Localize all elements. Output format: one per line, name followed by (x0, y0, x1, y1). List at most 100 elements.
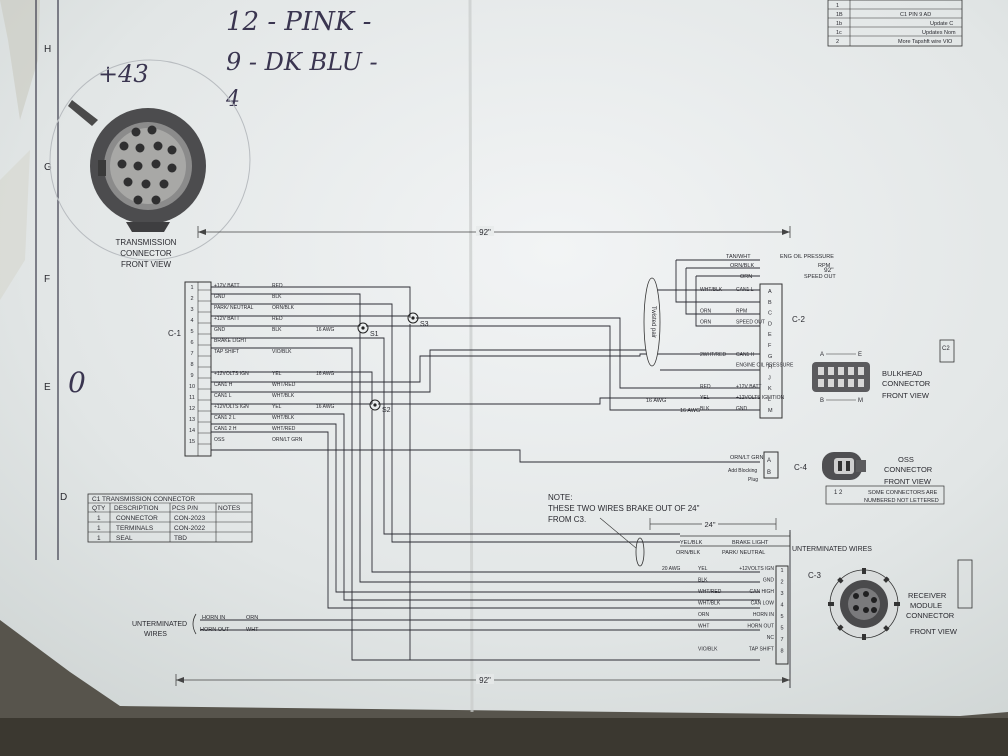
grid-letters: H G F E D (44, 44, 67, 503)
c1-pin-function: GND (214, 294, 226, 300)
c1-pin-wire-color: WHT/BLK (272, 393, 295, 399)
c3-pin-wire-color: VIO/BLK (698, 647, 718, 653)
transmission-connector-icon (49, 59, 251, 261)
c2-pin-letter: F (768, 343, 772, 349)
c1-pin-wire-color: RED (272, 316, 283, 322)
c2-pin-letter: A (768, 289, 772, 295)
rev-num: 1b (836, 21, 842, 27)
c2-pin-letter: M (768, 408, 773, 414)
c1-pin-function: +12V BATT (214, 283, 240, 289)
c2-pin-letter: J (768, 375, 771, 381)
splice-s1: S1 (357, 322, 379, 338)
bulkhead-b: B (820, 398, 824, 404)
bulkhead-connector-icon: A E B M (812, 352, 870, 404)
c2-pin-wire-color: 2WHT/RED (700, 352, 727, 358)
top-dimension: 92" (197, 226, 791, 238)
handwritten-line-1: 12 - PINK - (226, 7, 371, 37)
horn-out-color: WHT (246, 627, 259, 633)
c1-pin-number: 3 (190, 307, 193, 313)
c2-top-func: RPM (818, 263, 831, 269)
break-wire-func: BRAKE LIGHT (732, 540, 769, 546)
receiver-title-4: FRONT VIEW (910, 627, 958, 636)
c2-pin-function: SPEED OUT (736, 319, 765, 325)
c1-pin-function: CAN1 H (214, 382, 233, 388)
c1-pin-function: +12V BATT (214, 316, 240, 322)
c2-pin-wire-color: BLK (700, 406, 710, 412)
grid-letter-e: E (44, 382, 51, 393)
receiver-connector-icon (828, 568, 900, 640)
c3-pin-function: TAP SHIFT (749, 647, 774, 653)
splice-s1-label: S1 (370, 331, 379, 338)
horn-in-func: HORN IN (202, 615, 225, 621)
c1-pin-function: CAN1 L (214, 393, 232, 399)
c1-pin-number: 1 (190, 285, 193, 291)
c1-pin-number: 10 (189, 384, 195, 390)
c3-pin-function: NC (767, 635, 775, 641)
c3-pin-number: 5 (780, 626, 783, 632)
c3-pin-gauge: 20 AWG (662, 566, 681, 572)
c1-pin-wire-color: VIO/BLK (272, 349, 292, 355)
handwritten-line-2: 9 - DK BLU - (226, 48, 378, 76)
note-line-1: NOTE: (548, 493, 572, 502)
c1-pin-wire-color: YEL (272, 371, 282, 377)
grid-letter-g: G (44, 162, 52, 173)
c2-pin-function: CAN1 L (736, 287, 754, 293)
c3-pin-number: 3 (780, 591, 783, 597)
c2-side-label: C2 (942, 346, 950, 352)
c1-pin-function: +12VOLTS IGN (214, 371, 249, 377)
c3-pin-number: 7 (780, 637, 783, 643)
oss-title-3: FRONT VIEW (884, 477, 932, 486)
c1-pin-wire-color: ORN/BLK (272, 305, 295, 311)
c1-table-cell: 1 (97, 525, 101, 532)
c1-pin-function: +12VOLTS IGN (214, 404, 249, 410)
c3-unterminated-label: UNTERMINATED WIRES (792, 546, 872, 553)
c1-pin-wire-color: WHT/RED (272, 382, 296, 388)
c1-table-title: C1 TRANSMISSION CONNECTOR (92, 496, 195, 503)
c1-pin-number: 4 (190, 318, 193, 324)
c3-pin-function: CAN HIGH (750, 589, 775, 595)
c1-pin-gauge: 16 AWG (316, 404, 335, 410)
c1-pin-function: PARK/ NEUTRAL (214, 305, 254, 311)
c2-pin-letter: C (768, 311, 772, 317)
horn-unterminated-1: UNTERMINATED (132, 621, 187, 628)
c2-top-func: SPEED OUT (804, 274, 836, 280)
c4-plug-1: Add Blocking (728, 468, 757, 474)
c2-gauge: 16 AWG (680, 408, 700, 414)
c2-pin-letter: G (768, 354, 772, 360)
c2-label: C-2 (792, 315, 805, 324)
c3-label: C-3 (808, 571, 821, 580)
c2-pin-function: +12V BATT (736, 384, 762, 390)
c3-pin-wire-color: WHT/BLK (698, 601, 721, 607)
c2-right-dimension: 92" (824, 267, 834, 274)
handwritten-notes: 12 - PINK - 9 - DK BLU - 4 +43 0 (68, 7, 378, 399)
c3-pin-number: 8 (780, 649, 783, 655)
c2-gauge: 16 AWG (646, 398, 666, 404)
c1-pin-wire-color: BLK (272, 327, 282, 333)
c4-connector: A B ORN/LT GRN Add Blocking Plug C-4 (728, 451, 807, 483)
splice-s3: S3 (407, 312, 429, 328)
trans-connector-title-2: CONNECTOR (120, 249, 172, 258)
horn-out-func: HORN OUT (200, 627, 230, 633)
bulkhead-title-2: CONNECTOR (882, 379, 931, 388)
rev-desc: C1 PIN 9 AD (900, 12, 931, 18)
c3-pin-wire-color: ORN (698, 612, 710, 618)
note-line-2: THESE TWO WIRES BRAKE OUT OF 24" (548, 504, 700, 513)
trans-connector-title-1: TRANSMISSION (116, 238, 177, 247)
c2-top-color: ORN (740, 274, 752, 280)
bulkhead-m: M (858, 398, 863, 404)
c2-pin-function: ENGINE OIL PRESSURE (736, 363, 794, 369)
c1-connector: C-1 (168, 281, 212, 457)
c2-pin-letter: B (768, 300, 772, 306)
c1-pin-gauge: 16 AWG (316, 327, 335, 333)
trans-connector-title-3: FRONT VIEW (121, 260, 172, 269)
break-wire-color: YEL/BLK (680, 540, 703, 546)
c2-pin-function: +12VOLTS IGNITION (736, 395, 785, 401)
c2-top-func: ENG OIL PRESSURE (780, 254, 834, 260)
rev-num: 2 (836, 39, 839, 45)
break-wire-color: ORN/BLK (676, 550, 700, 556)
